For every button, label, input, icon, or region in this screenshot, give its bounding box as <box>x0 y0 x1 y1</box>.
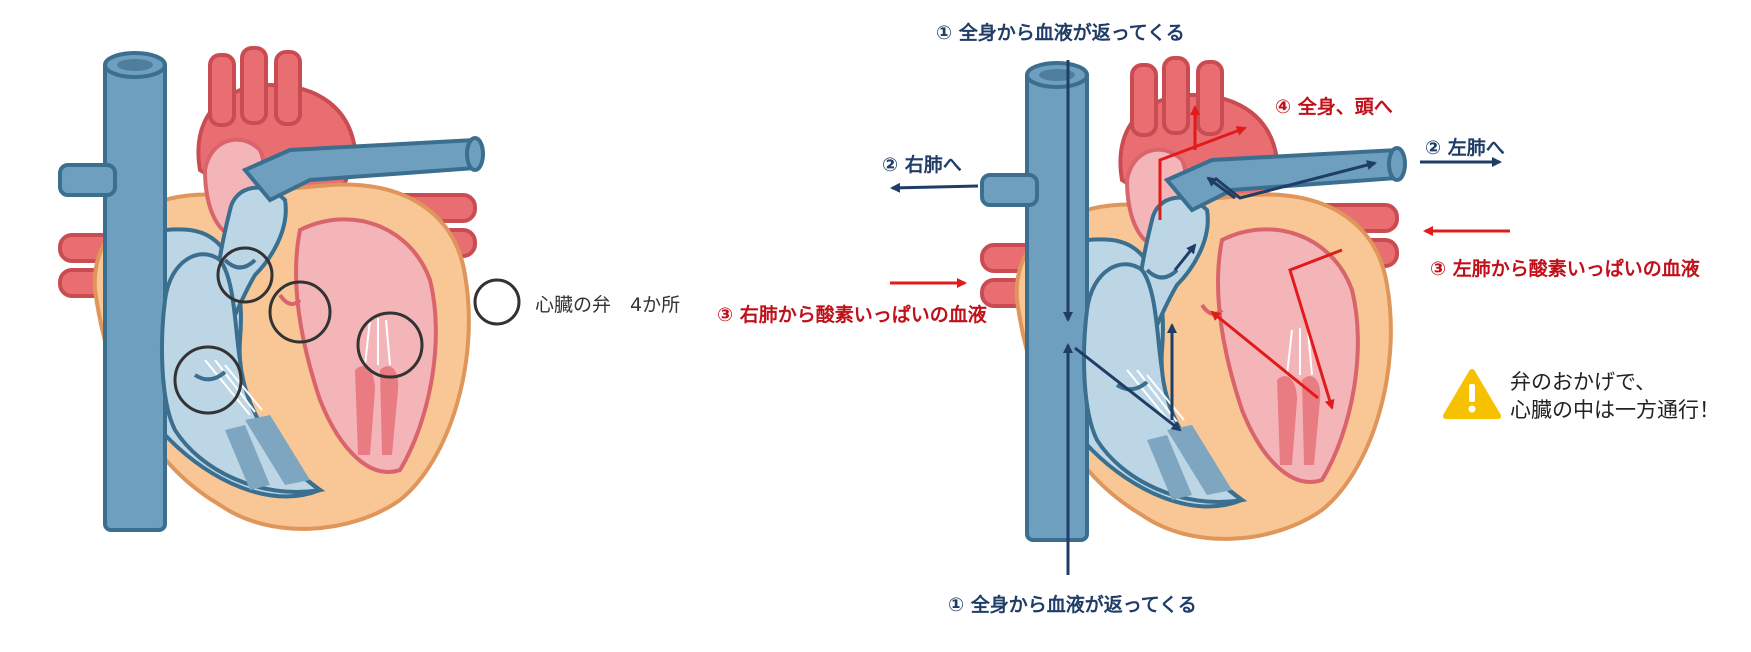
note-line-2: 心臓の中は一方通行！ <box>1510 398 1720 422</box>
valve-circle-icon <box>356 311 424 379</box>
legend-valves-label: 心臓の弁 4か所 <box>535 294 681 316</box>
label-to-right-lung: ② 右肺へ <box>882 154 962 176</box>
flow-arrow-red <box>1210 310 1319 400</box>
flow-arrow-navy <box>1206 176 1236 200</box>
flow-arrow-red <box>1288 248 1343 410</box>
flow-arrow-navy <box>1173 243 1197 271</box>
label-from-left-lung: ③ 左肺から酸素いっぱいの血液 <box>1430 258 1700 280</box>
flow-arrow-navy <box>1214 163 1375 200</box>
valve-circle-icon <box>268 280 332 344</box>
note-text: 弁のおかげで、 心臓の中は一方通行！ <box>1510 368 1720 424</box>
valve-circle-icon <box>173 345 243 415</box>
label-from-right-lung: ③ 右肺から酸素いっぱいの血液 <box>717 304 987 326</box>
flow-arrow-navy <box>1074 346 1182 432</box>
flow-arrow-red <box>1158 126 1247 220</box>
note-line-1: 弁のおかげで、 <box>1510 370 1657 394</box>
heart-illustration-left <box>58 46 485 532</box>
flow-arrow-navy <box>890 182 979 193</box>
legend-circle-icon <box>473 278 521 326</box>
label-to-left-lung: ② 左肺へ <box>1425 137 1505 159</box>
label-to-body-head: ④ 全身、頭へ <box>1275 96 1393 118</box>
valve-circle-icon <box>216 246 274 304</box>
warning-icon <box>1443 369 1501 419</box>
label-top-return: ① 全身から血液が返ってくる <box>936 22 1185 44</box>
label-bottom-return: ① 全身から血液が返ってくる <box>948 594 1197 616</box>
